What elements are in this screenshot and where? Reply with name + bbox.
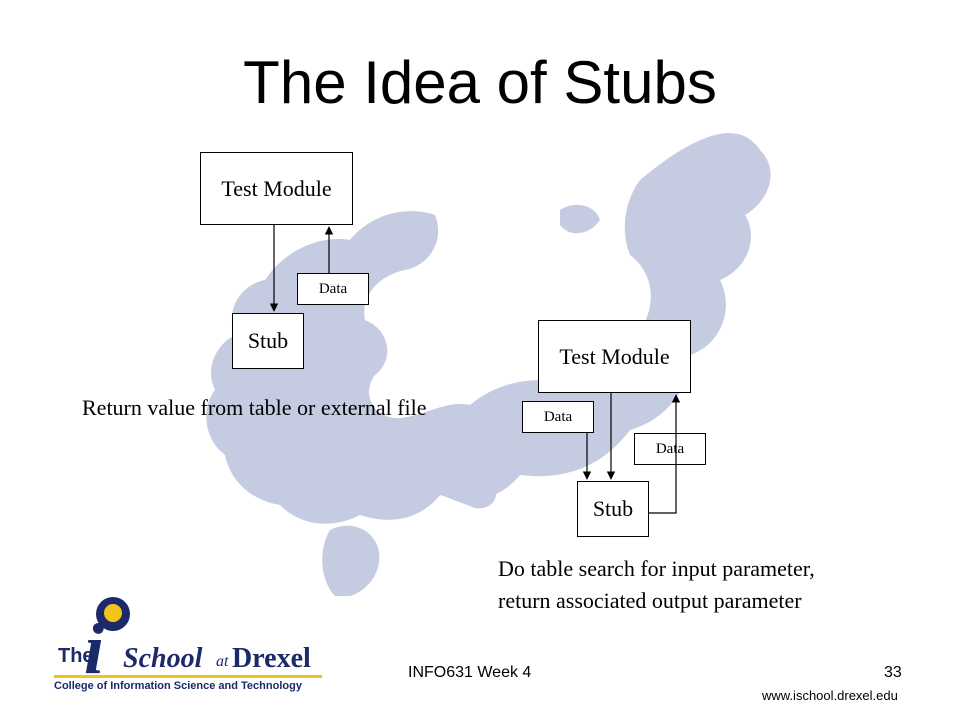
footer-page-number: 33 (884, 664, 902, 681)
dragon-seal-inner (104, 604, 122, 622)
footer-course: INFO631 Week 4 (408, 664, 532, 681)
data-box-1: Data (297, 273, 369, 305)
slide-title: The Idea of Stubs (243, 49, 717, 116)
logo-i: i (84, 609, 105, 689)
test-module-label-2: Test Module (559, 343, 670, 369)
caption-2-line-2: return associated output parameter (498, 588, 802, 613)
data-label-2-left: Data (543, 408, 573, 425)
footer-url[interactable]: www.ischool.drexel.edu (762, 688, 898, 703)
test-module-label-1: Test Module (221, 175, 332, 201)
data-box-2-left: Data (522, 401, 594, 433)
stub-label-1: Stub (247, 328, 289, 353)
arrow-stub-to-module-2 (649, 394, 681, 514)
test-module-box-1: Test Module (200, 152, 353, 225)
data-label-1: Data (318, 280, 348, 297)
data-box-2-right: Data (634, 433, 706, 465)
test-module-box-2: Test Module (538, 320, 691, 393)
stub-box-1: Stub (232, 313, 304, 369)
data-label-2-right: Data (655, 440, 685, 457)
logo-college: College of Information Science and Techn… (54, 680, 302, 692)
logo-drexel: Drexel (232, 643, 311, 674)
logo-gold-bar (54, 675, 322, 678)
stub-label-2: Stub (592, 496, 634, 521)
logo-school: School (123, 643, 203, 674)
caption-1: Return value from table or external file (82, 395, 427, 420)
ischool-drexel-logo: The i School at Drexel College of Inform… (48, 593, 326, 701)
stub-box-2: Stub (577, 481, 649, 537)
logo-at: at (216, 653, 229, 670)
caption-2-line-1: Do table search for input parameter, (498, 556, 815, 581)
logo-the: The (58, 645, 94, 667)
